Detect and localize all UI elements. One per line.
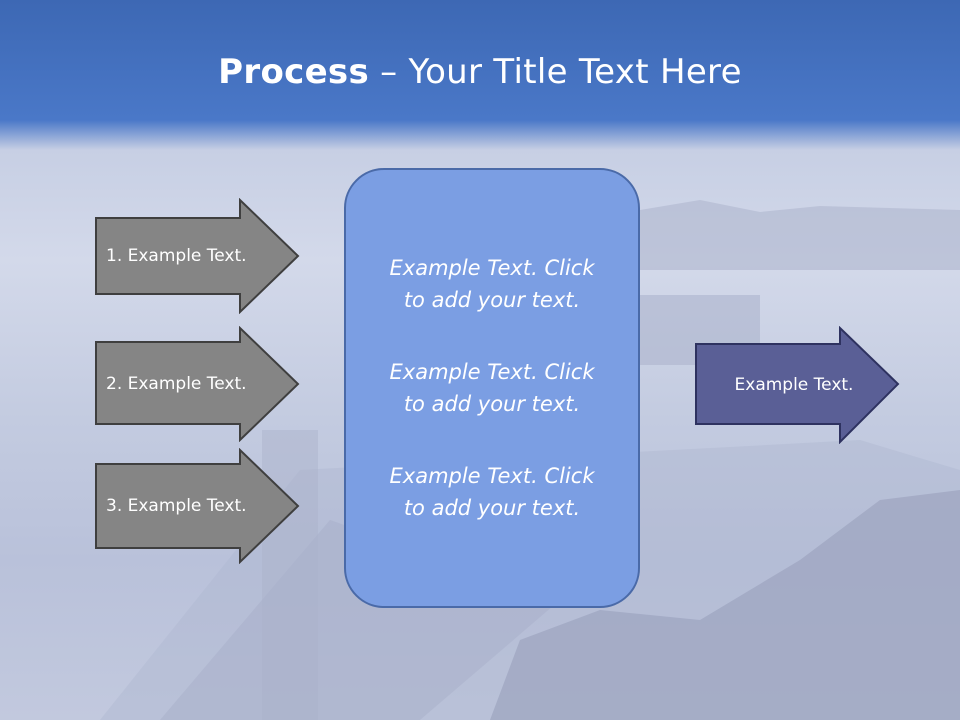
output-arrow[interactable]: Example Text. <box>694 326 900 444</box>
center-text-3[interactable]: Example Text. Click to add your text. <box>389 464 595 520</box>
step-arrow-2[interactable]: 2. Example Text. <box>94 326 300 442</box>
title-bold-text: Process <box>218 52 370 92</box>
arrow-shape <box>95 448 300 564</box>
step-arrow-1[interactable]: 1. Example Text. <box>94 198 300 314</box>
step-label: 3. Example Text. <box>106 496 247 516</box>
step-label: 1. Example Text. <box>106 246 247 266</box>
output-label: Example Text. <box>734 375 854 395</box>
arrow-shape <box>695 326 900 444</box>
center-text-2[interactable]: Example Text. Click to add your text. <box>389 360 595 416</box>
center-text-1[interactable]: Example Text. Click to add your text. <box>389 256 595 312</box>
step-label: 2. Example Text. <box>106 374 247 394</box>
arrow-shape <box>95 326 300 442</box>
slide-title: Process – Your Title Text Here <box>0 52 960 92</box>
center-text-box[interactable]: Example Text. Click to add your text. Ex… <box>344 168 640 608</box>
title-rest-text: – Your Title Text Here <box>369 52 742 92</box>
arrow-shape <box>95 198 300 314</box>
step-arrow-3[interactable]: 3. Example Text. <box>94 448 300 564</box>
